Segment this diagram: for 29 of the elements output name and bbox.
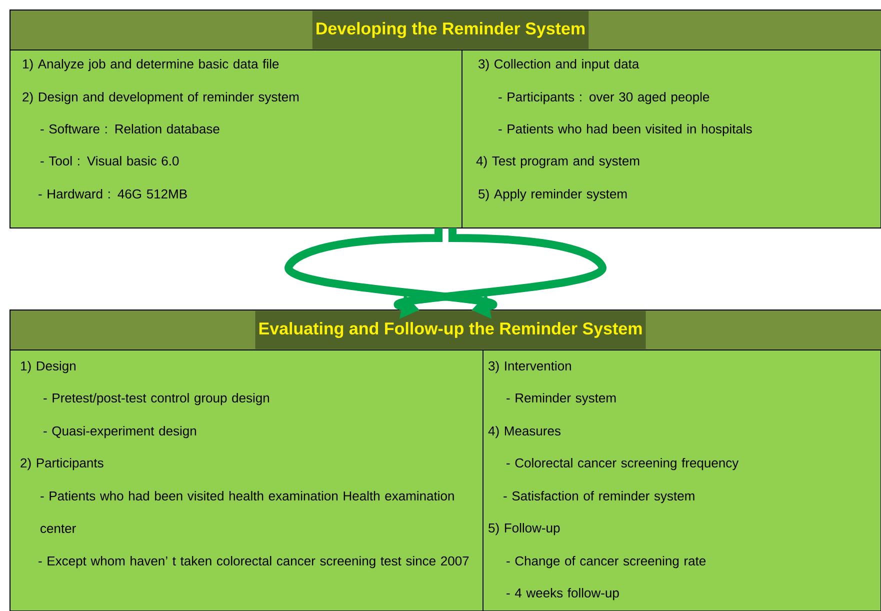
list-item: 4) Test program and system <box>476 156 640 168</box>
list-item: - Colorectal cancer screening frequency <box>506 458 739 470</box>
list-item: - 4 weeks follow-up <box>506 588 619 600</box>
list-item: - Hardward : 46G 512MB <box>38 189 187 199</box>
list-item: 1) Analyze job and determine basic data file <box>23 59 279 72</box>
list-item: - Patients who had been visited health examination Health examination center <box>40 491 454 534</box>
list-item: 5) Follow-up <box>488 523 560 536</box>
list-item: 3) Intervention <box>488 361 571 374</box>
text-column <box>462 50 881 228</box>
list-item: - Quasi-experiment design <box>44 426 196 438</box>
list-item: - Tool : Visual basic 6.0 <box>40 156 179 166</box>
list-item: 1) Design <box>21 361 76 374</box>
list-item: 5) Apply reminder system <box>478 189 627 202</box>
list-item: 4) Measures <box>488 426 560 438</box>
list-item: 3) Collection and input data <box>478 59 640 72</box>
text-column <box>482 350 881 611</box>
list-item: - Except whom haven’ t taken colorectal cancer screening test since 2007 <box>38 556 469 568</box>
list-item: 2) Participants <box>20 458 104 470</box>
list-item: - Reminder system <box>506 393 616 406</box>
list-item: - Pretest/post-test control group design <box>44 393 270 406</box>
list-item: - Change of cancer screening rate <box>506 556 706 568</box>
list-item: 2) Design and development of reminder system <box>22 92 299 104</box>
list-item: - Patients who had been visited in hospitals <box>498 124 752 136</box>
text-column <box>10 50 462 228</box>
list-item: - Software : Relation database <box>40 124 220 134</box>
list-item: - Satisfaction of reminder system <box>504 491 694 504</box>
curved-arrow <box>284 228 496 319</box>
list-item: - Participants : over 30 aged people <box>498 92 710 104</box>
text-column <box>10 350 484 611</box>
